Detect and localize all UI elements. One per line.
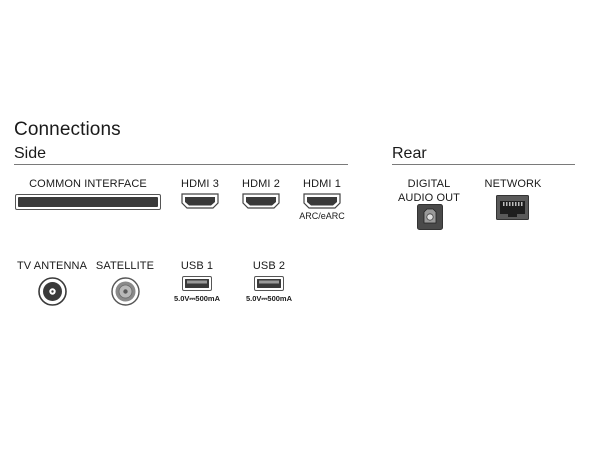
section-title-rear: Rear [392,145,427,162]
hdmi1-port-icon [303,193,341,209]
optical-port-icon [417,204,443,230]
tv-antenna-label: TV ANTENNA [16,260,88,272]
section-title-side: Side [14,145,47,162]
digital-audio-out-label-line1: DIGITAL [407,178,451,190]
usb1-port-icon [182,276,212,291]
hdmi1-note: ARC/eARC [299,211,345,221]
usb1-label: USB 1 [180,260,214,272]
usb2-label: USB 2 [252,260,286,272]
ethernet-port-icon [496,195,529,220]
hdmi3-label: HDMI 3 [181,178,219,190]
common-interface-label: COMMON INTERFACE [29,178,147,190]
hdmi3-port-icon [181,193,219,209]
satellite-port-icon [111,277,140,306]
network-label: NETWORK [484,178,542,190]
page-title: Connections [14,119,121,140]
usb1-note: 5.0V⎓500mA [173,294,220,303]
common-interface-slot-icon [15,194,161,210]
hdmi2-label: HDMI 2 [242,178,280,190]
rear-divider [392,164,575,165]
usb2-port-icon [254,276,284,291]
hdmi1-label: HDMI 1 [303,178,341,190]
usb2-note: 5.0V⎓500mA [245,294,292,303]
digital-audio-out-label-line2: AUDIO OUT [397,192,460,204]
antenna-port-icon [38,277,67,306]
hdmi2-port-icon [242,193,280,209]
satellite-label: SATELLITE [95,260,155,272]
side-divider [14,164,348,165]
